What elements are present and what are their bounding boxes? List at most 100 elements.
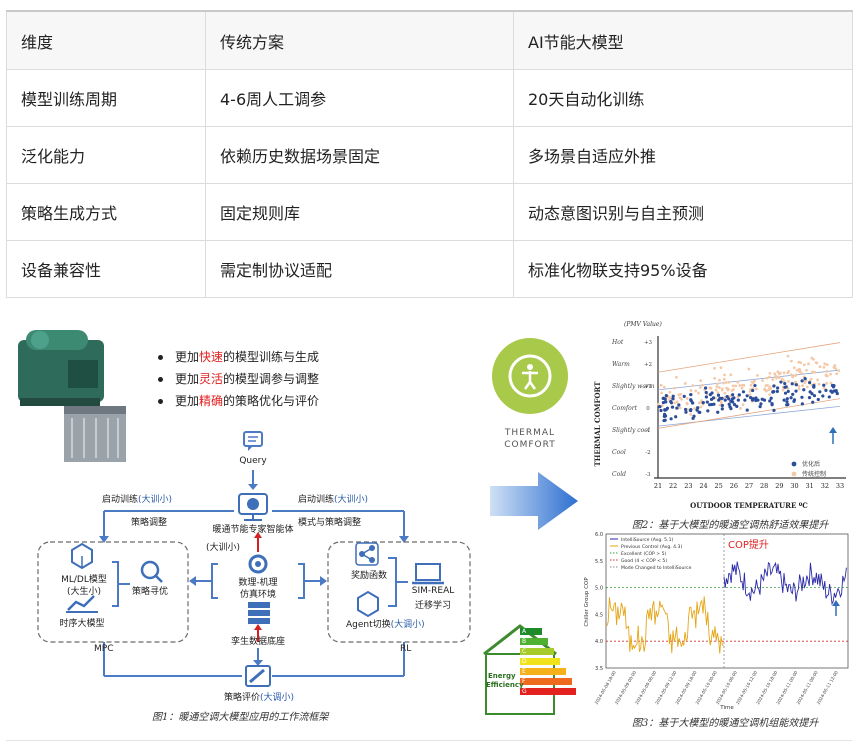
previous-control-series xyxy=(606,596,724,654)
trend-band-line xyxy=(657,405,841,427)
magnifier-icon xyxy=(140,560,163,583)
scatter-point xyxy=(756,398,760,402)
scatter-point xyxy=(663,418,667,422)
scatter-point xyxy=(834,367,838,371)
scatter-point xyxy=(805,368,808,372)
scatter-point xyxy=(771,378,775,382)
scatter-point xyxy=(811,400,815,404)
scatter-point xyxy=(731,393,735,397)
scatter-point xyxy=(720,407,724,411)
up-arrow-icon xyxy=(829,427,837,433)
x-tick-label: 26 xyxy=(730,482,738,490)
scatter-point xyxy=(677,393,681,397)
trend-band-line xyxy=(657,398,841,429)
comfort-level-label: Comfort xyxy=(612,405,638,412)
scatter-point xyxy=(689,389,693,392)
scatter-point xyxy=(749,396,753,400)
scatter-point xyxy=(777,372,781,376)
scatter-point xyxy=(837,369,841,373)
trend-band-line xyxy=(657,369,841,391)
comfort-level-label: Cool xyxy=(612,449,626,456)
y-axis-label: Chiller Group COP xyxy=(584,577,590,627)
table-cell: 依赖历史数据场景固定 xyxy=(205,126,514,184)
scatter-point xyxy=(669,417,673,421)
scatter-point xyxy=(790,382,794,386)
scatter-point xyxy=(748,393,752,397)
scatter-point xyxy=(741,390,746,394)
energy-label-a: Energy xyxy=(488,672,516,680)
scatter-point xyxy=(739,406,742,410)
x-tick-label: 2024-05-11 06:00 xyxy=(795,670,818,705)
scatter-point xyxy=(761,379,765,382)
x-tick-label: 30 xyxy=(790,482,798,490)
scatter-point xyxy=(682,394,686,398)
scatter-point xyxy=(727,380,731,384)
scatter-point xyxy=(815,361,819,365)
scatter-point xyxy=(740,383,744,387)
scatter-point xyxy=(699,401,703,405)
scatter-point xyxy=(811,370,815,374)
x-tick-label: 2024-05-10 12:00 xyxy=(735,670,758,705)
twin-label: 孪生数据底座 xyxy=(230,637,285,647)
scatter-point xyxy=(771,390,775,394)
scatter-point xyxy=(829,381,833,385)
scatter-point xyxy=(671,394,675,398)
scatter-point xyxy=(713,376,717,380)
y-tick-label: -2 xyxy=(645,450,650,456)
scatter-point xyxy=(718,403,722,407)
rl-reward-label: 奖励函数 xyxy=(350,571,387,581)
x-tick-label: 28 xyxy=(760,482,768,490)
scatter-point xyxy=(755,387,758,391)
scatter-point xyxy=(741,403,745,407)
scatter-point xyxy=(832,389,836,393)
scatter-point xyxy=(717,386,721,389)
bullet-item: 更加快速的模型训练与生成 xyxy=(158,348,319,365)
scatter-point xyxy=(833,364,837,367)
y-tick-label: 4.0 xyxy=(595,639,603,645)
x-tick-label: 2024-05-11 12:00 xyxy=(816,670,839,705)
scatter-point xyxy=(760,397,764,401)
scatter-point xyxy=(792,366,796,370)
sim-label-a: 数理-机理 xyxy=(238,578,278,588)
scatter-point xyxy=(704,390,708,395)
scatter-point xyxy=(668,396,672,400)
bullet-item: 更加灵活的模型调参与调整 xyxy=(158,370,319,387)
legend-label: 传统控制 xyxy=(802,470,826,478)
scatter-point xyxy=(773,372,777,376)
scatter-point xyxy=(673,386,676,390)
x-tick-label: 2024-05-08 18:00 xyxy=(594,670,617,705)
scatter-point xyxy=(669,401,674,405)
scatter-point xyxy=(835,391,839,396)
scatter-point xyxy=(719,399,723,403)
scatter-point xyxy=(745,394,749,398)
scatter-point xyxy=(825,381,828,385)
scatter-point xyxy=(723,391,727,395)
scatter-point xyxy=(781,388,785,392)
scatter-point xyxy=(720,388,724,392)
scatter-point xyxy=(776,370,780,374)
scatter-point xyxy=(786,387,790,391)
scatter-point xyxy=(812,394,817,398)
scatter-point xyxy=(716,393,721,397)
up-arrow-icon xyxy=(832,600,840,606)
scatter-point xyxy=(785,397,789,401)
scatter-point xyxy=(696,406,700,410)
legend-label: IntelliSource (Avg. 5.1) xyxy=(621,537,673,543)
database-icon xyxy=(248,602,270,624)
x-axis-label: OUTDOOR TEMPERATURE ºC xyxy=(690,501,808,510)
scatter-point xyxy=(674,415,678,419)
scatter-point xyxy=(729,373,733,377)
mid-tag-label: (大训小) xyxy=(206,543,241,553)
scatter-point xyxy=(751,388,755,393)
scatter-point xyxy=(664,400,668,404)
scatter-point xyxy=(825,363,829,367)
scatter-point xyxy=(807,381,812,385)
comfort-level-label: Slightly cool xyxy=(612,427,650,434)
scatter-point xyxy=(763,388,767,392)
scatter-point xyxy=(790,359,793,363)
scatter-point xyxy=(740,386,744,390)
scatter-point xyxy=(821,394,825,398)
y-axis-label: THERMAL COMFORT xyxy=(593,381,602,467)
